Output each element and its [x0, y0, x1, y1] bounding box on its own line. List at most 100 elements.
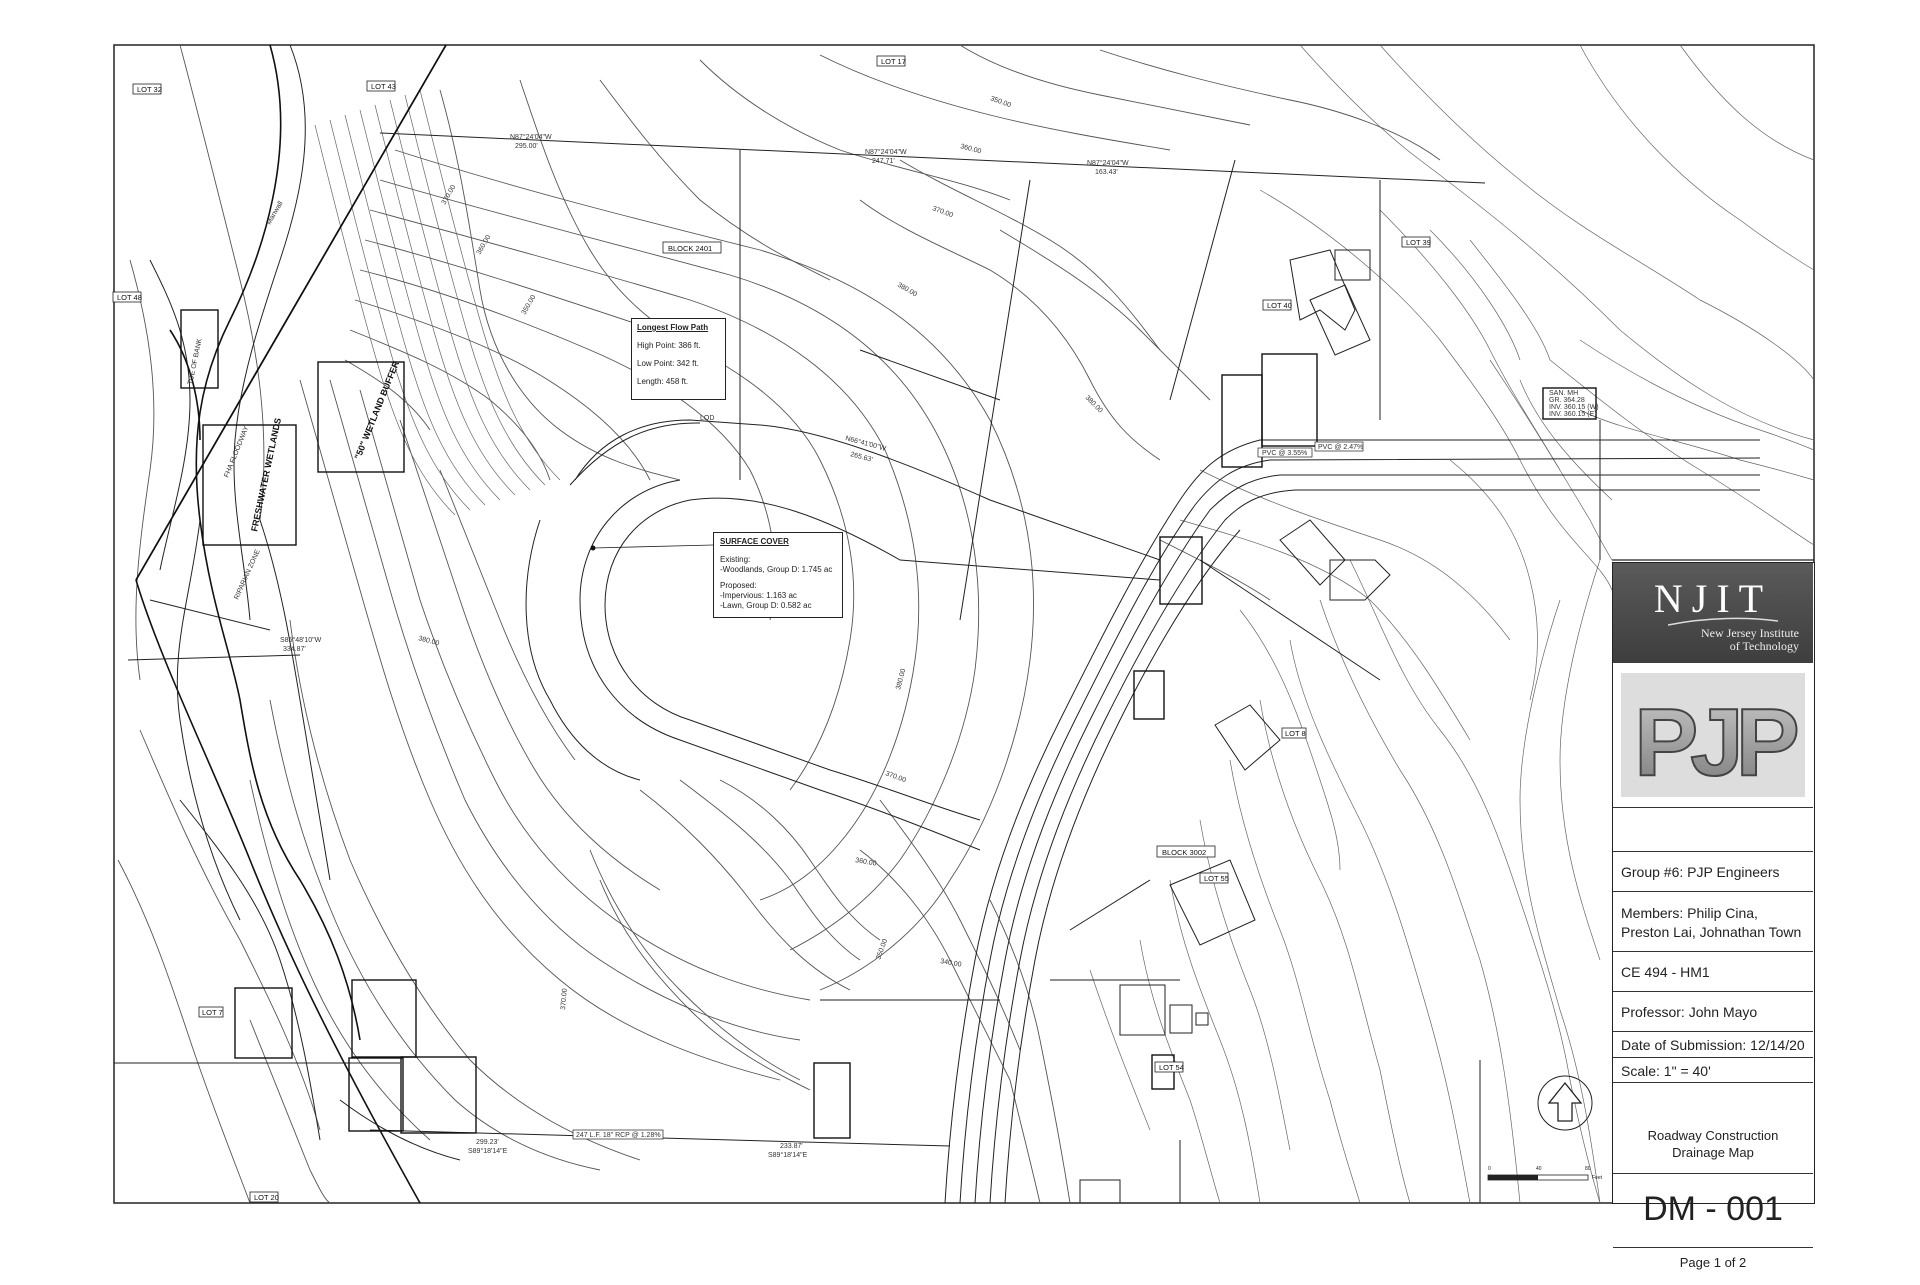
professor: Professor: John Mayo — [1613, 991, 1813, 1031]
wetland-buffer-label: "50" WETLAND BUFFER — [353, 359, 402, 461]
bearing-label: 295.00' — [515, 143, 538, 150]
manwall-label: Manwall — [266, 200, 285, 226]
drawing-title-line1: Roadway Construction — [1647, 1128, 1779, 1143]
njit-logo-text: NJIT — [1653, 576, 1773, 621]
scale-80: 80 — [1585, 1166, 1591, 1172]
surface-cover-heading: SURFACE COVER — [720, 537, 789, 546]
njit-sub-line2: of Technology — [1729, 639, 1799, 653]
bearing-label: 299.23' — [476, 1139, 499, 1146]
scale-unit: Feet — [1592, 1175, 1603, 1181]
flow-path-low: Low Point: 342 ft. — [637, 359, 699, 368]
contour-label: 380.00 — [1084, 394, 1104, 414]
pipe-labels: 247 L.F. 18" RCP @ 1.28% PVC @ 3.55% PVC… — [572, 390, 1599, 1140]
njit-logo-subtitle: New Jersey Institute of Technology — [1701, 627, 1799, 653]
lot-labels: LOT 32 LOT 43 LOT 17 LOT 48 LOT 39 LOT 4… — [112, 55, 1431, 1203]
sheet-border — [113, 44, 1815, 1204]
lot-17-label: LOT 17 — [881, 57, 906, 66]
bearing-label: S89°18'14"E — [768, 1151, 808, 1159]
lod-label: LOD — [700, 415, 714, 422]
wetland-boundaries — [149, 44, 461, 1161]
members-line1: Members: Philip Cina, — [1621, 905, 1758, 921]
existing-label: Existing: — [720, 555, 751, 564]
contour-label: 370.00 — [931, 205, 954, 219]
lot-8-label: LOT 8 — [1285, 729, 1306, 738]
toe-of-bank-label: TOE OF BANK — [187, 338, 204, 386]
contour-label: 380.00 — [896, 282, 918, 299]
manhole-label: GR. 364.28 — [1549, 397, 1585, 404]
main-road — [944, 439, 1761, 1204]
lot-43-label: LOT 43 — [371, 82, 396, 91]
team-members: Members: Philip Cina, Preston Lai, Johna… — [1613, 891, 1813, 951]
contour-label: 360.00 — [959, 143, 982, 155]
contour-label: 360.00 — [476, 234, 493, 256]
scale-40: 40 — [1536, 1166, 1542, 1172]
buildings — [1079, 249, 1391, 1204]
contour-label: 340.00 — [940, 958, 962, 969]
north-arrow-icon — [1537, 1075, 1593, 1131]
drawing-title-line2: Drainage Map — [1672, 1145, 1754, 1160]
pjp-logo: PJP — [1613, 663, 1813, 808]
flow-path-length: Length: 458 ft. — [637, 377, 689, 386]
submission-date: Date of Submission: 12/14/20 — [1613, 1031, 1813, 1057]
lot-7-label: LOT 7 — [202, 1008, 223, 1017]
flow-leader — [592, 544, 714, 549]
pjp-logo-text: PJP — [1634, 689, 1796, 796]
property-lines — [114, 44, 1601, 1204]
njit-sub-line1: New Jersey Institute — [1701, 626, 1799, 640]
drawing-scale: Scale: 1" = 40' — [1613, 1057, 1813, 1083]
lot-48-label: LOT 48 — [117, 293, 142, 302]
manhole-label: INV. 360.15 (W) — [1549, 404, 1599, 411]
bearing-label: 163.43' — [1095, 169, 1118, 176]
pjp-logo-icon: PJP — [1621, 673, 1806, 797]
bearing-label: N87°24'04"W — [1087, 159, 1129, 167]
contours-steep — [314, 89, 561, 516]
flow-path-high: High Point: 386 ft. — [637, 341, 701, 350]
course-code: CE 494 - HM1 — [1613, 951, 1813, 991]
proposed-label: Proposed: — [720, 581, 757, 590]
pipe-label: PVC @ 2.47% — [1318, 444, 1363, 451]
lot-20-label: LOT 20 — [254, 1193, 279, 1202]
scale-0: 0 — [1488, 1166, 1491, 1172]
contour-label: 370.00 — [441, 184, 458, 206]
page-number: Page 1 of 2 — [1613, 1247, 1813, 1285]
surface-cover-callout: SURFACE COVER Existing: -Woodlands, Grou… — [713, 532, 843, 618]
proposed-impervious: -Impervious: 1.163 ac — [720, 591, 797, 600]
lot-55-label: LOT 55 — [1204, 874, 1229, 883]
bearing-label: 334.87' — [283, 646, 306, 653]
bearing-label: N87°24'04"W — [510, 133, 552, 141]
manhole-label: INV. 360.15 (E) — [1549, 411, 1597, 418]
roadway-cul-de-sac — [525, 349, 1161, 851]
lot-54-label: LOT 54 — [1159, 1063, 1184, 1072]
njit-swoosh-icon — [1668, 617, 1778, 626]
drawing-title: Roadway Construction Drainage Map — [1613, 1113, 1813, 1173]
existing-woodlands: -Woodlands, Group D: 1.745 ac — [720, 565, 833, 574]
bearing-label: S85°48'10"W — [280, 636, 322, 644]
bearing-label: S89°18'14"E — [468, 1147, 508, 1155]
bearing-label: 247.71' — [872, 158, 895, 165]
bearing-label: 233.87' — [780, 1143, 803, 1150]
fha-floodway-label: FHA FLOODWAY — [223, 425, 250, 479]
contour-label: 350.00 — [989, 95, 1012, 109]
contour-label: 360.00 — [855, 857, 877, 868]
riparian-zone-label: RIPARIAN ZONE — [233, 548, 261, 600]
njit-logo: NJIT New Jersey Institute of Technology — [1613, 563, 1813, 663]
freshwater-wetlands-label: FRESHWATER WETLANDS — [249, 417, 283, 532]
inlet-boxes — [180, 309, 1597, 1139]
title-block: NJIT New Jersey Institute of Technology … — [1612, 562, 1815, 1270]
scale-bar: 0 40 80 Feet — [1487, 1166, 1603, 1181]
bearing-label: N87°24'04"W — [865, 148, 907, 156]
contour-label: 350.00 — [521, 294, 538, 316]
contour-label: 370.00 — [560, 988, 569, 1010]
lot-39-label: LOT 39 — [1406, 238, 1431, 247]
contours-site — [117, 44, 1441, 1204]
contour-label: 380.00 — [895, 668, 907, 691]
lot-40-label: LOT 40 — [1267, 301, 1292, 310]
site-drainage-map: 0 40 80 Feet LOT 32 LOT 43 LOT 17 LOT 48… — [112, 44, 1815, 1204]
longest-flow-path-callout: Longest Flow Path High Point: 386 ft. Lo… — [631, 318, 726, 400]
lot-32-label: LOT 32 — [137, 85, 162, 94]
contour-label: 370.00 — [884, 770, 907, 784]
pipe-label: 247 L.F. 18" RCP @ 1.28% — [576, 1132, 661, 1139]
bearing-label: 265.63' — [849, 451, 873, 464]
pipe-label: PVC @ 3.55% — [1262, 450, 1307, 457]
drawing-number: DM - 001 — [1613, 1173, 1813, 1247]
